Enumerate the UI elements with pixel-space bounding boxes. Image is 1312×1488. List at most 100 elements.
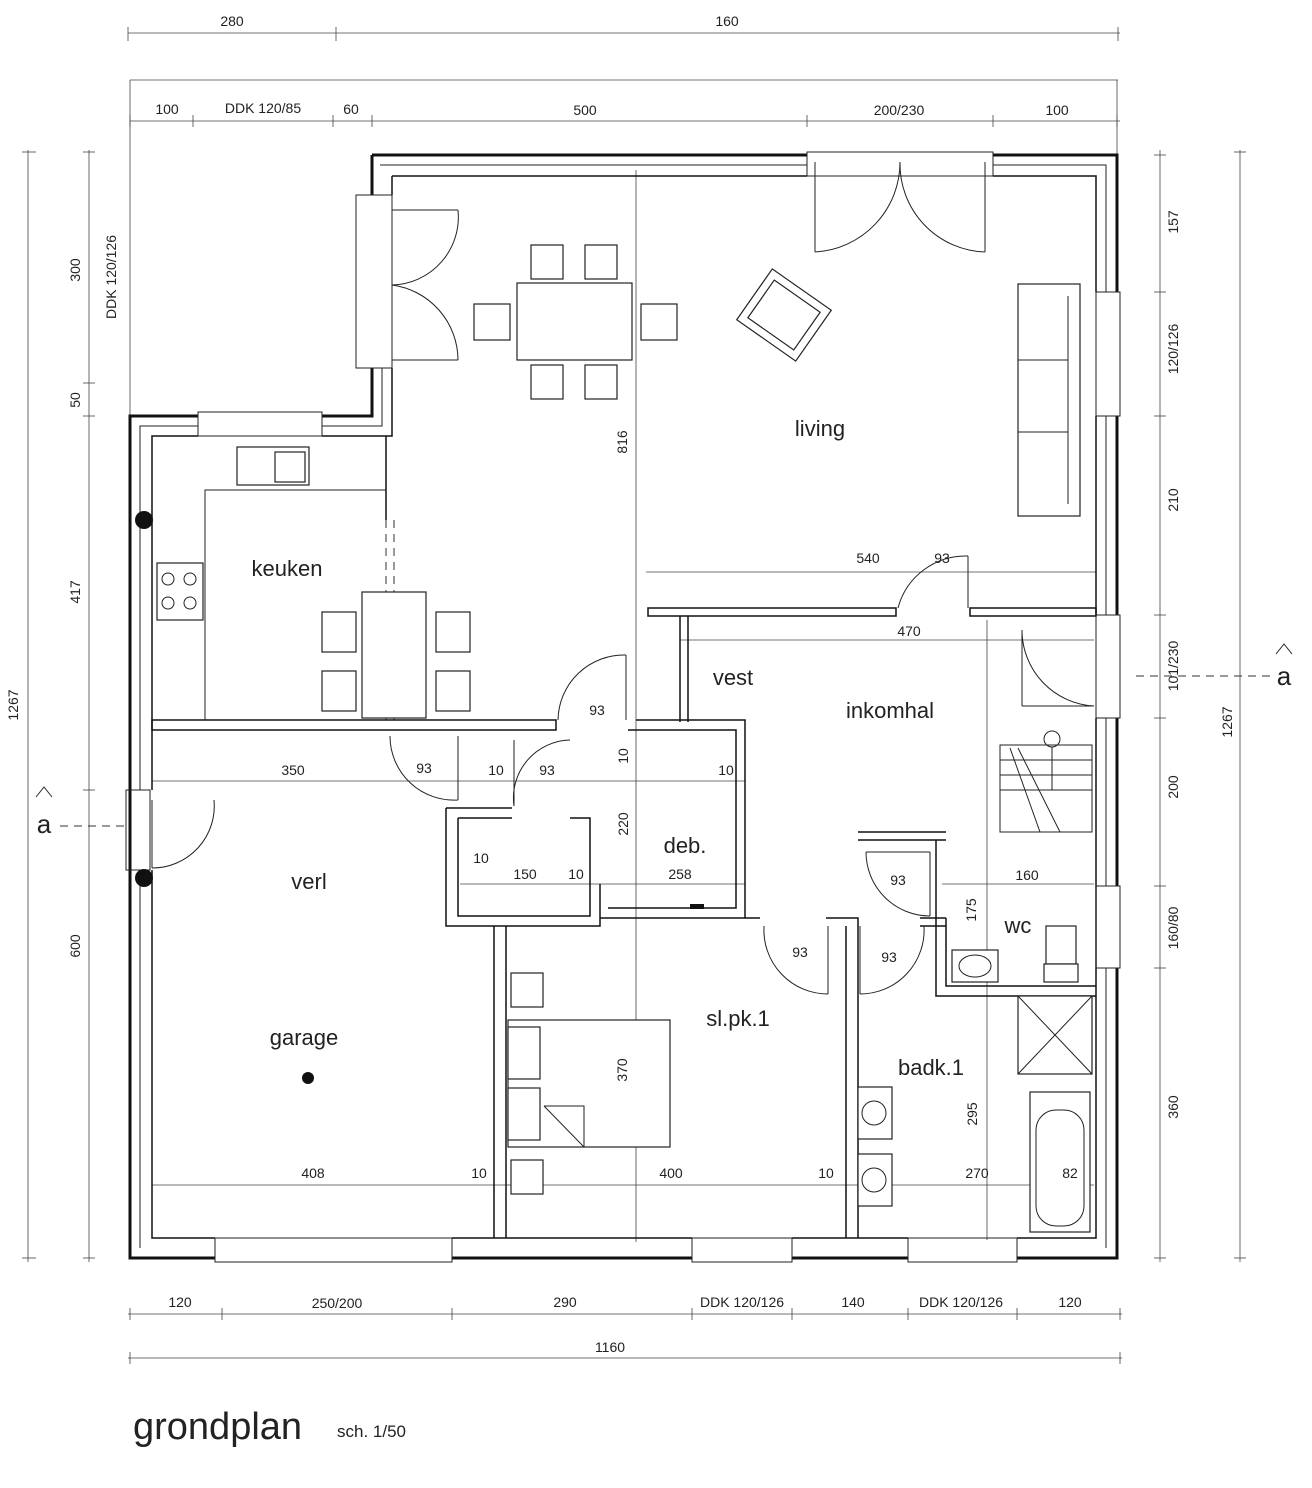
dim-93-c: 93 xyxy=(890,872,906,888)
dim-370: 370 xyxy=(614,1058,630,1082)
dim-10-c: 10 xyxy=(718,762,734,778)
dim-right-360: 360 xyxy=(1165,1095,1181,1119)
dim-10-g: 10 xyxy=(818,1165,834,1181)
nightstand xyxy=(510,972,544,1008)
walls xyxy=(128,153,1119,1260)
room-label-keuken: keuken xyxy=(252,556,323,581)
dim-top-inner-6: 100 xyxy=(1045,102,1069,118)
dim-bottom-4: DDK 120/126 xyxy=(700,1294,784,1310)
dim-top-inner-3: 60 xyxy=(343,101,359,117)
dim-540: 540 xyxy=(856,550,880,566)
sofa xyxy=(1017,283,1081,517)
dim-left-ddk: DDK 120/126 xyxy=(103,235,119,319)
drawing-scale: sch. 1/50 xyxy=(337,1422,406,1441)
room-label-verl: verl xyxy=(291,869,326,894)
drain-dot xyxy=(302,1072,314,1084)
dim-right-157: 157 xyxy=(1165,210,1181,234)
dining-table xyxy=(516,282,633,361)
staircase xyxy=(999,730,1093,833)
dim-left-outer: 1267 xyxy=(5,689,21,720)
dim-400: 400 xyxy=(659,1165,683,1181)
dim-295: 295 xyxy=(964,1102,980,1126)
section-markers xyxy=(35,643,1293,827)
dim-408: 408 xyxy=(301,1165,325,1181)
dim-220: 220 xyxy=(615,812,631,836)
dim-right-outer: 1267 xyxy=(1219,706,1235,737)
dim-top-outer-1: 280 xyxy=(220,13,244,29)
dim-350: 350 xyxy=(281,762,305,778)
dim-left-50: 50 xyxy=(67,392,83,408)
room-label-wc: wc xyxy=(1004,913,1032,938)
cooktop xyxy=(156,562,204,621)
dining-chair xyxy=(530,364,564,400)
dim-258: 258 xyxy=(668,866,692,882)
dim-right-160-80: 160/80 xyxy=(1165,906,1181,949)
room-label-deb: deb. xyxy=(664,833,707,858)
dim-10-e: 10 xyxy=(568,866,584,882)
furniture xyxy=(135,244,1093,1233)
dim-right-200: 200 xyxy=(1165,775,1181,799)
drawing-title: grondplan xyxy=(133,1406,302,1448)
dim-93-kitchen: 93 xyxy=(589,702,605,718)
dim-93-d: 93 xyxy=(792,944,808,960)
dim-left-300: 300 xyxy=(67,258,83,282)
dim-bottom-5: 140 xyxy=(841,1294,865,1310)
dim-top-inner-2: DDK 120/85 xyxy=(225,100,301,116)
dim-bottom-6: DDK 120/126 xyxy=(919,1294,1003,1310)
dining-chair xyxy=(640,303,678,341)
dim-93-b: 93 xyxy=(539,762,555,778)
dim-470: 470 xyxy=(897,623,921,639)
dim-top-outer-2: 160 xyxy=(715,13,739,29)
bathtub xyxy=(1029,1091,1091,1233)
kitchen-chair xyxy=(321,611,357,653)
dim-top-inner-5: 200/230 xyxy=(874,102,925,118)
room-label-inkomhal: inkomhal xyxy=(846,698,934,723)
dim-82: 82 xyxy=(1062,1165,1078,1181)
dim-816: 816 xyxy=(614,430,630,454)
room-label-living: living xyxy=(795,416,845,441)
room-label-badk: badk.1 xyxy=(898,1055,964,1080)
dim-bottom-outer: 1160 xyxy=(595,1339,625,1355)
room-label-slpk: sl.pk.1 xyxy=(706,1006,770,1031)
dim-bottom-1: 120 xyxy=(168,1294,192,1310)
dining-chair xyxy=(530,244,564,280)
dim-270: 270 xyxy=(965,1165,989,1181)
dim-top-inner-4: 500 xyxy=(573,102,597,118)
dining-chair xyxy=(584,364,618,400)
dim-right-210: 210 xyxy=(1165,488,1181,512)
dim-93-a: 93 xyxy=(416,760,432,776)
dim-left-600: 600 xyxy=(67,934,83,958)
dim-150: 150 xyxy=(513,866,537,882)
column-dot xyxy=(135,869,153,887)
kitchen-table xyxy=(361,591,427,719)
room-label-vest: vest xyxy=(713,665,753,690)
nightstand xyxy=(510,1159,544,1195)
dim-93-e: 93 xyxy=(881,949,897,965)
dimension-lines xyxy=(22,27,1246,1364)
washbasin xyxy=(857,1086,893,1140)
dim-10-f: 10 xyxy=(471,1165,487,1181)
dim-175: 175 xyxy=(963,898,979,922)
dim-bottom-7: 120 xyxy=(1058,1294,1082,1310)
windows xyxy=(125,151,1121,1263)
doors xyxy=(151,161,1095,995)
dim-93-living: 93 xyxy=(934,550,950,566)
dim-bottom-3: 290 xyxy=(553,1294,577,1310)
meter-mark xyxy=(690,904,704,909)
dim-right-120-126: 120/126 xyxy=(1165,323,1181,374)
kitchen-chair xyxy=(435,611,471,653)
section-label-left: a xyxy=(37,809,52,839)
dim-left-417: 417 xyxy=(67,580,83,604)
dim-top-inner-1: 100 xyxy=(155,101,179,117)
washbasin xyxy=(857,1153,893,1207)
room-label-garage: garage xyxy=(270,1025,339,1050)
dim-10-b: 10 xyxy=(615,748,631,764)
dim-160: 160 xyxy=(1015,867,1039,883)
dim-10-d: 10 xyxy=(473,850,489,866)
armchair xyxy=(735,268,833,362)
toilet xyxy=(1045,925,1077,965)
dim-bottom-2: 250/200 xyxy=(312,1295,363,1311)
column-dot xyxy=(135,511,153,529)
dining-chair xyxy=(473,303,511,341)
